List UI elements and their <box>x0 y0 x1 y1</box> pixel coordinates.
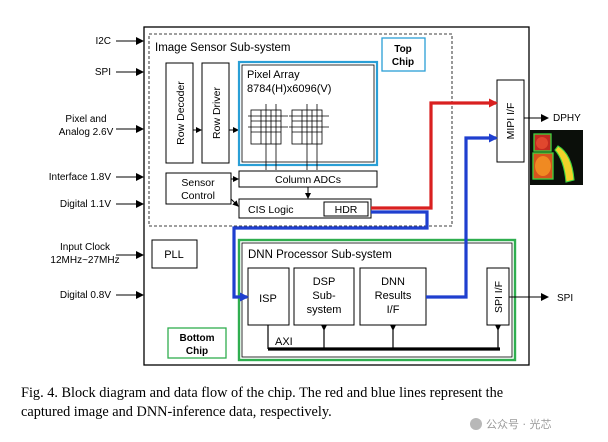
image-sensor-subsystem <box>148 33 453 227</box>
watermark-text: 公众号 · 光芯 <box>486 418 552 431</box>
spi-if-label: SPI I/F <box>493 281 505 313</box>
isp-block <box>247 267 290 326</box>
top-chip-label-2: Chip <box>392 57 414 68</box>
bottom-chip-label-1: Bottom <box>180 333 215 344</box>
pin-label-digital-11: Digital 1.1V <box>60 199 111 210</box>
dnn-subsystem <box>237 238 517 362</box>
pixel-grid-left <box>248 104 288 170</box>
pll-label: PLL <box>164 249 184 261</box>
dphy-label: DPHY <box>553 113 581 124</box>
hdr-label: HDR <box>335 204 358 216</box>
chip-outline <box>143 26 530 366</box>
pin-label-spi: SPI <box>95 67 111 78</box>
pll-block <box>151 239 198 269</box>
pixel-grid-right <box>289 104 329 170</box>
dnn-results-label-2: Results <box>375 290 412 302</box>
dnn-data-line-blue-out <box>426 133 498 299</box>
pin-label-input-clock-2: 12MHz~27MHz <box>50 255 119 266</box>
row-driver-label: Row Driver <box>211 87 223 139</box>
top-chip-label-1: Top <box>394 44 412 55</box>
caption-line-2: captured image and DNN-inference data, r… <box>21 404 332 420</box>
row-decoder-label: Row Decoder <box>175 81 187 145</box>
pixel-array-block <box>237 60 379 167</box>
row-driver-block <box>201 62 230 164</box>
spi-out-label: SPI <box>557 293 573 304</box>
dnn-results-label-1: DNN <box>381 276 405 288</box>
mipi-if-label: MIPI I/F <box>505 103 517 140</box>
sensor-control-label-1: Sensor <box>181 177 215 189</box>
dnn-results-label-3: I/F <box>387 304 400 316</box>
bottom-chip-tag <box>167 327 227 359</box>
pixel-array-inner <box>241 64 375 163</box>
dsp-label-1: DSP <box>313 276 336 288</box>
top-chip-tag <box>381 37 426 72</box>
isp-label: ISP <box>259 293 277 305</box>
cis-logic-label: CIS Logic <box>248 204 294 216</box>
caption-line-1: Fig. 4. Block diagram and data flow of t… <box>21 385 504 401</box>
dnn-title: DNN Processor Sub-system <box>248 249 392 261</box>
pin-label-interface: Interface 1.8V <box>49 172 112 183</box>
pixel-array-label-1: Pixel Array <box>247 69 300 81</box>
pin-label-digital-08: Digital 0.8V <box>60 290 111 301</box>
mipi-if-block <box>496 79 525 163</box>
pin-label-input-clock-1: Input Clock <box>60 242 111 253</box>
pin-label-i2c: I2C <box>95 36 111 47</box>
watermark: 公众号 · 光芯 <box>470 416 552 432</box>
pixel-array-label-2: 8784(H)x6096(V) <box>247 83 331 95</box>
axi-label: AXI <box>275 336 293 348</box>
dnn-results-block <box>359 267 427 326</box>
block-diagram: I2C SPI Pixel and Analog 2.6V Interface … <box>49 26 583 366</box>
figure-caption: Fig. 4. Block diagram and data flow of t… <box>21 384 581 422</box>
bottom-chip-label-2: Chip <box>186 346 208 357</box>
sensor-control-label-2: Control <box>181 190 215 202</box>
pin-label-pixel-analog-1: Pixel and <box>65 114 106 125</box>
hdr-block <box>323 201 369 217</box>
arrow-control-to-cis <box>230 198 239 207</box>
column-adcs-label: Column ADCs <box>275 174 341 186</box>
sensor-control-block <box>165 172 232 205</box>
dsp-label-2: Sub- <box>312 290 336 302</box>
output-image-thumbnail <box>530 130 583 185</box>
pin-label-pixel-analog-2: Analog 2.6V <box>59 127 114 138</box>
dsp-label-3: system <box>307 304 342 316</box>
row-decoder-block <box>165 62 194 164</box>
wechat-icon <box>470 418 482 430</box>
dnn-data-line-blue-in <box>232 210 429 302</box>
image-data-line-red <box>371 98 498 210</box>
image-sensor-title: Image Sensor Sub-system <box>155 42 291 54</box>
